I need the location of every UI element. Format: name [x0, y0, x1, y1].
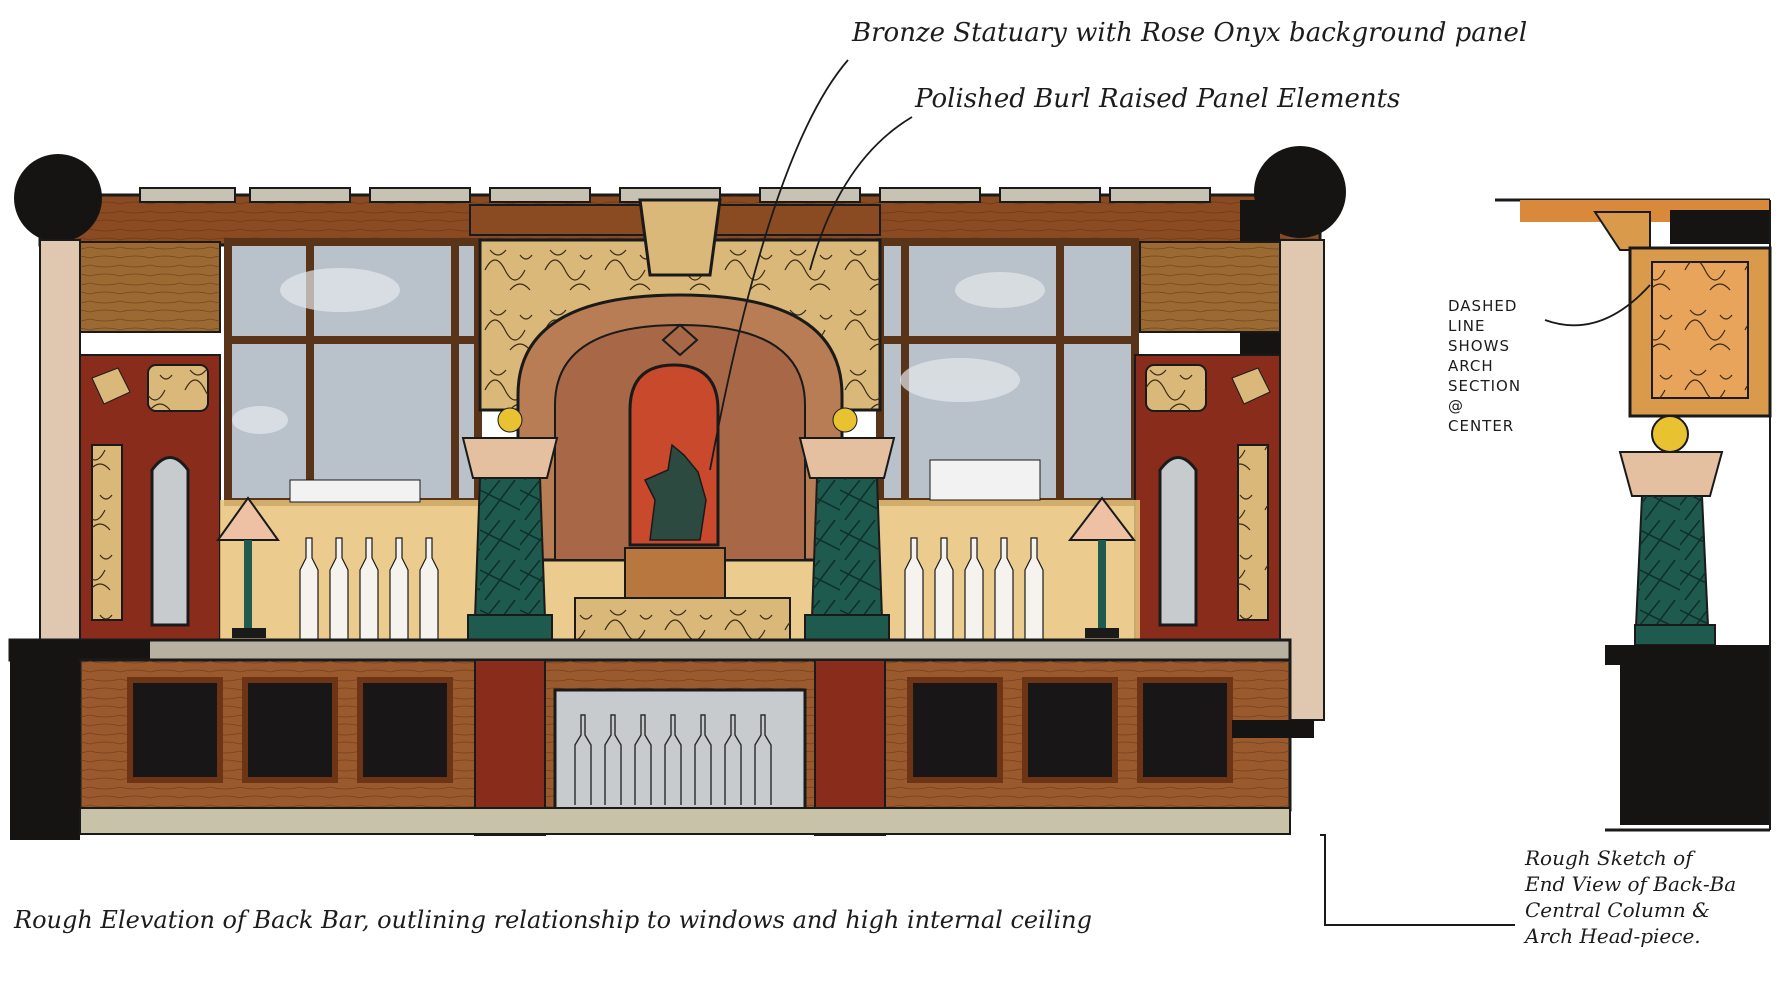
bracket-line [1320, 834, 1515, 926]
end-view-sketch [1495, 198, 1772, 832]
dashed-line-2: SHOWS [1448, 337, 1510, 355]
bottle-display [553, 688, 807, 812]
statuary-callout: Bronze Statuary with Rose Onyx backgroun… [852, 18, 1528, 48]
dashed-line-4: SECTION [1448, 377, 1522, 395]
end-view-line-1: End View of Back-Ba [1525, 872, 1737, 896]
leader-statuary [709, 59, 849, 471]
end-view-line-3: Arch Head-piece. [1525, 924, 1701, 948]
counter-top [8, 638, 1292, 662]
bottles [299, 537, 1044, 641]
end-view-line-0: Rough Sketch of [1525, 846, 1693, 870]
arch-headpiece [469, 198, 882, 641]
back-bar-elevation [8, 146, 1346, 840]
dashed-line-note: DASHED LINE SHOWS ARCH SECTION @ CENTER [1448, 296, 1521, 436]
leader-dashed [1544, 284, 1651, 327]
right-cabinet [1134, 354, 1281, 641]
end-view-line-2: Central Column & [1525, 898, 1710, 922]
right-lamp [1067, 496, 1137, 638]
dashed-line-1: LINE [1448, 317, 1486, 335]
dashed-line-0: DASHED [1448, 297, 1518, 315]
dashed-line-3: ARCH [1448, 357, 1494, 375]
right-column [798, 407, 896, 641]
leader-burl [809, 116, 913, 271]
glasses [289, 459, 1041, 503]
left-pilaster [39, 239, 81, 641]
dashed-line-5: @ [1448, 397, 1464, 415]
cabinet-doors [127, 677, 1233, 783]
left-column [461, 407, 559, 641]
end-view-caption: Rough Sketch of End View of Back-Ba Cent… [1525, 845, 1736, 949]
elevation-caption: Rough Elevation of Back Bar, outlining r… [14, 906, 1092, 934]
burl-callout: Polished Burl Raised Panel Elements [915, 84, 1401, 114]
left-cabinet [79, 354, 221, 641]
left-finial [14, 154, 102, 242]
bronze-statue [643, 443, 707, 541]
base-plinth [79, 807, 1291, 835]
end-view-cabinet [1620, 665, 1770, 825]
left-lamp [216, 496, 280, 638]
cornice-blocks [139, 187, 1211, 203]
keystone [638, 198, 722, 277]
dashed-line-6: CENTER [1448, 417, 1515, 435]
